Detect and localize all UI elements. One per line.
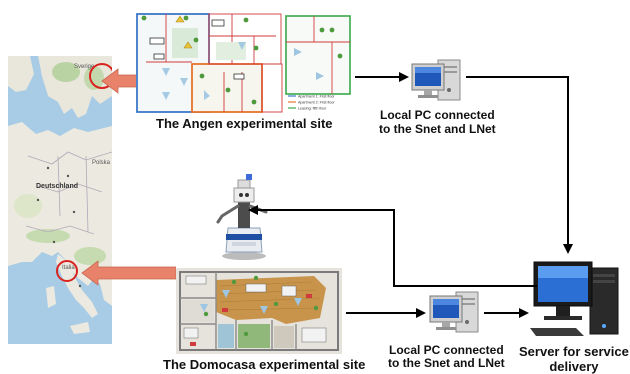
server-label: Server for service delivery	[519, 344, 629, 374]
local-pc-top-label: Local PC connected to the Snet and LNet	[379, 108, 496, 136]
local-pc-bottom-label: Local PC connected to the Snet and LNet	[388, 343, 505, 370]
map-label-germany: Deutschland	[36, 183, 78, 190]
angen-site-label: The Angen experimental site	[156, 116, 333, 131]
angen-floorplan: Apartment 1: First floor Apartment 2: Fi…	[136, 12, 352, 116]
local-pc-top-icon	[411, 59, 461, 101]
map-label-poland: Polska	[92, 160, 111, 166]
arrow-server-to-robot	[248, 205, 537, 287]
robot-icon	[216, 174, 268, 260]
server-icon	[530, 261, 619, 336]
legend-leasing: Leasing: fifth floor	[298, 106, 327, 110]
map-label-italy: Italia	[62, 265, 75, 271]
domocasa-floorplan	[176, 268, 342, 354]
map-label-sweden: Sverige	[74, 64, 95, 70]
legend-apartment-2: Apartment 2: First floor	[298, 100, 335, 104]
domocasa-site-label: The Domocasa experimental site	[163, 357, 366, 372]
arrow-local-pc-to-server	[466, 76, 573, 254]
domocasa-pointer-arrow	[81, 260, 176, 286]
local-pc-bottom-icon	[429, 291, 479, 333]
legend-apartment-1: Apartment 1: First floor	[298, 94, 335, 98]
europe-map: Sverige Polska Deutschland Italia	[8, 56, 112, 344]
angen-location-marker	[89, 63, 112, 89]
domocasa-location-marker	[56, 260, 78, 282]
